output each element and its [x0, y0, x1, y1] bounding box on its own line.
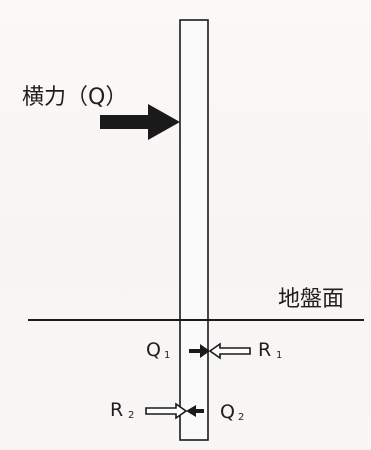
pile: [179, 19, 209, 441]
q2-label: Q 2: [220, 401, 244, 423]
r1-arrow: [208, 342, 251, 360]
svg-text:Q: Q: [146, 339, 161, 361]
ground-surface-label: 地盤面: [278, 287, 344, 312]
lateral-force-arrow: [100, 104, 180, 140]
svg-text:1: 1: [164, 350, 170, 361]
q1-arrow: [189, 344, 210, 358]
q2-arrow: [186, 405, 204, 417]
q1-label: Q 1: [146, 339, 170, 361]
lateral-force-label: 横力（Q）: [22, 85, 127, 110]
svg-text:R: R: [110, 399, 123, 421]
r2-arrow: [145, 402, 188, 420]
svg-text:2: 2: [238, 412, 244, 423]
svg-text:2: 2: [128, 410, 134, 421]
r1-label: R 1: [258, 339, 282, 361]
r2-label: R 2: [110, 399, 134, 421]
svg-text:1: 1: [276, 350, 282, 361]
svg-text:Q: Q: [220, 401, 235, 423]
svg-text:R: R: [258, 339, 271, 361]
